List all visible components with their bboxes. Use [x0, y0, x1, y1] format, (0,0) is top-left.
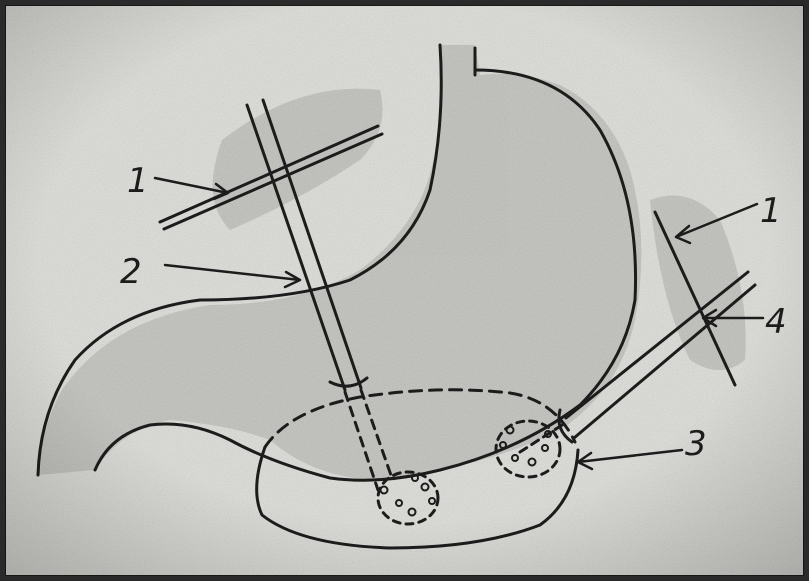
anatomical-sketch: 1 2 1 4 3	[0, 0, 809, 581]
drawing-stage: 1 2 1 4 3	[0, 0, 809, 581]
photo-vignette	[0, 0, 809, 581]
